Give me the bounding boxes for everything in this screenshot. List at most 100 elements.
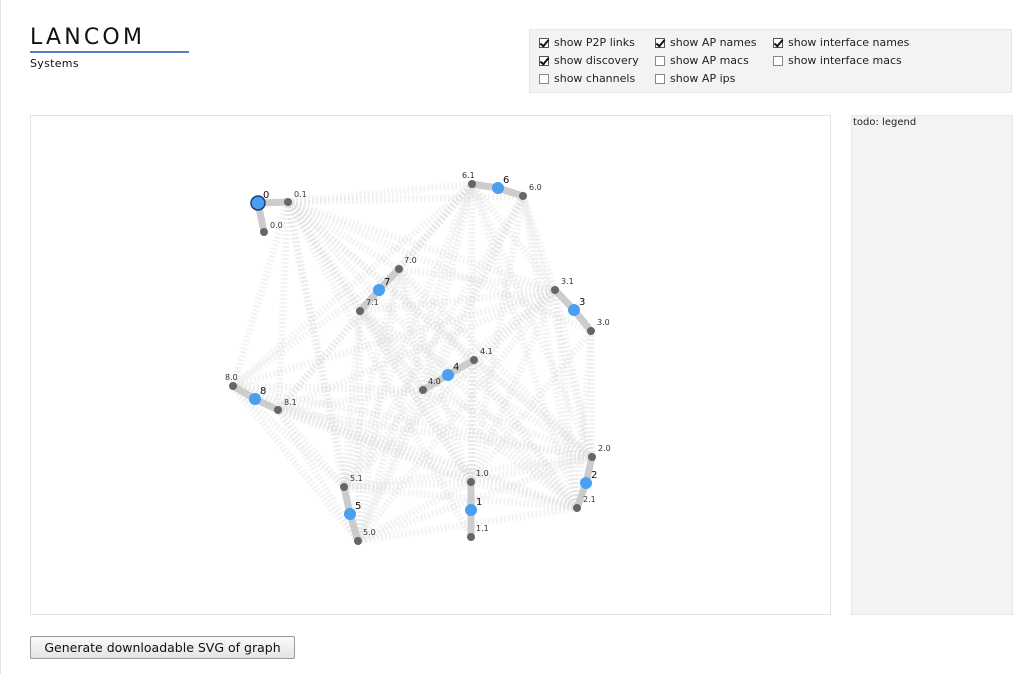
option-label: show interface macs xyxy=(788,54,902,67)
checkbox-icon[interactable] xyxy=(655,55,665,66)
discovery-link xyxy=(343,453,593,491)
discovery-link xyxy=(285,199,477,363)
discovery-link xyxy=(284,201,348,488)
discovery-link xyxy=(232,382,593,461)
discovery-link xyxy=(340,310,364,488)
discovery-link xyxy=(276,406,579,512)
checkbox-icon[interactable] xyxy=(539,55,549,66)
discovery-link xyxy=(419,194,527,392)
option-label: show AP macs xyxy=(670,54,749,67)
checkbox-icon[interactable] xyxy=(655,73,665,84)
interface-label: 6.0 xyxy=(529,183,542,192)
discovery-link xyxy=(419,388,475,484)
discovery-link xyxy=(232,286,556,390)
discovery-link xyxy=(231,382,579,512)
interface-label: 1.1 xyxy=(476,524,489,533)
interface-label: 1.0 xyxy=(476,469,489,478)
interface-label: 5.1 xyxy=(350,474,363,483)
discovery-link xyxy=(467,183,476,483)
discovery-link xyxy=(341,194,526,489)
discovery-link xyxy=(340,268,403,488)
option-show-channels[interactable]: show channels xyxy=(539,72,635,85)
checkbox-icon[interactable] xyxy=(539,73,549,84)
discovery-link xyxy=(343,478,472,491)
discovery-link xyxy=(277,386,424,414)
legend-text: todo: legend xyxy=(853,117,917,128)
discovery-link xyxy=(467,288,559,484)
generate-svg-button[interactable]: Generate downloadable SVG of graph xyxy=(30,636,295,659)
interface-label: 7.0 xyxy=(404,256,417,265)
interface-node xyxy=(587,327,595,335)
discovery-link xyxy=(468,182,596,459)
discovery-link xyxy=(551,289,596,458)
discovery-link xyxy=(341,287,558,490)
option-label: show P2P links xyxy=(554,36,635,49)
interface-node xyxy=(467,533,475,541)
discovery-link xyxy=(357,308,426,393)
checkbox-icon[interactable] xyxy=(773,37,783,48)
ap-label: 7 xyxy=(384,277,390,288)
discovery-link xyxy=(359,286,556,315)
interface-node xyxy=(419,386,427,394)
interface-label: 0.1 xyxy=(294,190,307,199)
interface-node xyxy=(340,483,348,491)
option-show-p2p-links[interactable]: show P2P links xyxy=(539,36,635,49)
logo-wordmark: LANCOM xyxy=(30,25,146,50)
interface-label: 8.1 xyxy=(284,398,297,407)
interface-label: 7.1 xyxy=(366,298,379,307)
option-show-ap-ips[interactable]: show AP ips xyxy=(655,72,735,85)
ap-node xyxy=(568,304,580,316)
discovery-link xyxy=(420,387,580,511)
discovery-link xyxy=(467,359,478,483)
ap-label: 5 xyxy=(355,501,361,512)
interface-node xyxy=(284,198,292,206)
discovery-link xyxy=(341,387,426,490)
option-label: show interface names xyxy=(788,36,910,49)
interface-label: 5.0 xyxy=(363,528,376,537)
interface-label: 2.1 xyxy=(583,495,596,504)
discovery-link xyxy=(229,200,292,388)
option-show-discovery[interactable]: show discovery xyxy=(539,54,639,67)
option-show-interface-names[interactable]: show interface names xyxy=(773,36,909,49)
discovery-link xyxy=(519,194,559,292)
discovery-link xyxy=(286,198,557,294)
discovery-link xyxy=(471,357,595,460)
logo-underline xyxy=(30,51,189,53)
network-graph-svg[interactable]: 0.00.11.01.12.02.13.03.14.04.15.05.16.06… xyxy=(31,116,832,616)
checkbox-icon[interactable] xyxy=(655,37,665,48)
discovery-link xyxy=(285,199,426,393)
discovery-link xyxy=(354,388,427,543)
interface-node xyxy=(274,406,282,414)
checkbox-icon[interactable] xyxy=(773,55,783,66)
discovery-link xyxy=(275,407,347,490)
interface-label: 0.0 xyxy=(270,221,283,230)
discovery-link xyxy=(519,195,581,509)
discovery-link xyxy=(230,266,402,389)
discovery-link xyxy=(275,266,402,413)
interface-node xyxy=(573,504,581,512)
ap-node xyxy=(344,508,356,520)
interface-label: 3.0 xyxy=(597,318,610,327)
discovery-link xyxy=(396,266,595,460)
interface-node xyxy=(468,180,476,188)
discovery-link xyxy=(287,180,473,206)
ap-node xyxy=(465,504,477,516)
discovery-link xyxy=(230,383,361,544)
ap-label: 2 xyxy=(591,470,597,481)
option-show-ap-names[interactable]: show AP names xyxy=(655,36,757,49)
checkbox-icon[interactable] xyxy=(539,37,549,48)
legend-panel: todo: legend xyxy=(851,115,1013,615)
ap-node xyxy=(373,284,385,296)
interface-node xyxy=(356,307,364,315)
discovery-link xyxy=(551,289,581,509)
option-show-ap-macs[interactable]: show AP macs xyxy=(655,54,749,67)
ap-label: 0 xyxy=(263,190,269,201)
discovery-link xyxy=(587,330,596,458)
interface-node xyxy=(588,453,596,461)
discovery-link xyxy=(340,182,476,489)
interface-node xyxy=(551,286,559,294)
discovery-link xyxy=(396,266,580,511)
discovery-link xyxy=(285,200,363,313)
option-show-interface-macs[interactable]: show interface macs xyxy=(773,54,902,67)
